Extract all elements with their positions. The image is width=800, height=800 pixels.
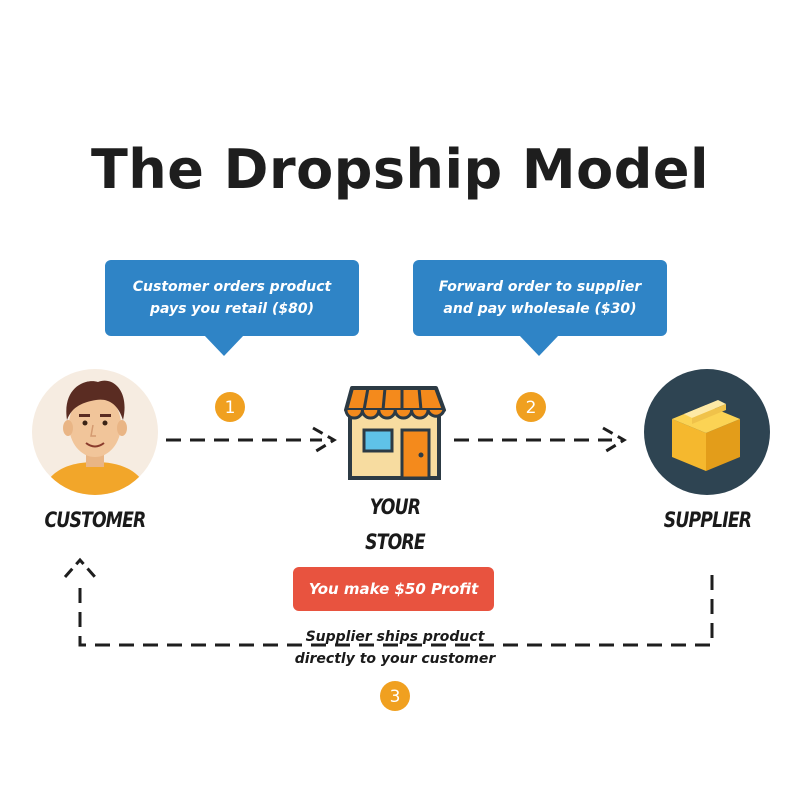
step-badge-2: 2 <box>516 392 546 422</box>
profit-badge: You make $50 Profit <box>293 567 494 611</box>
step-number-1: 1 <box>225 398 236 418</box>
ship-note-line2: directly to your customer <box>240 648 550 670</box>
customer-avatar-icon <box>32 369 158 500</box>
customer-label: CUSTOMER <box>42 508 149 532</box>
arrow-customer-to-store <box>166 428 334 453</box>
supplier-label: SUPPLIER <box>652 508 763 532</box>
step-number-3: 3 <box>390 687 401 707</box>
store-label-line2: STORE <box>354 530 436 554</box>
store-icon <box>346 388 444 478</box>
package-box-icon <box>644 369 770 495</box>
step-badge-3: 3 <box>380 681 410 711</box>
step-number-2: 2 <box>526 398 537 418</box>
ship-note-line1: Supplier ships product <box>240 626 550 648</box>
ship-note: Supplier ships product directly to your … <box>240 626 550 670</box>
arrow-store-to-supplier <box>454 428 624 453</box>
store-label-line1: YOUR <box>354 495 436 519</box>
step-badge-1: 1 <box>215 392 245 422</box>
